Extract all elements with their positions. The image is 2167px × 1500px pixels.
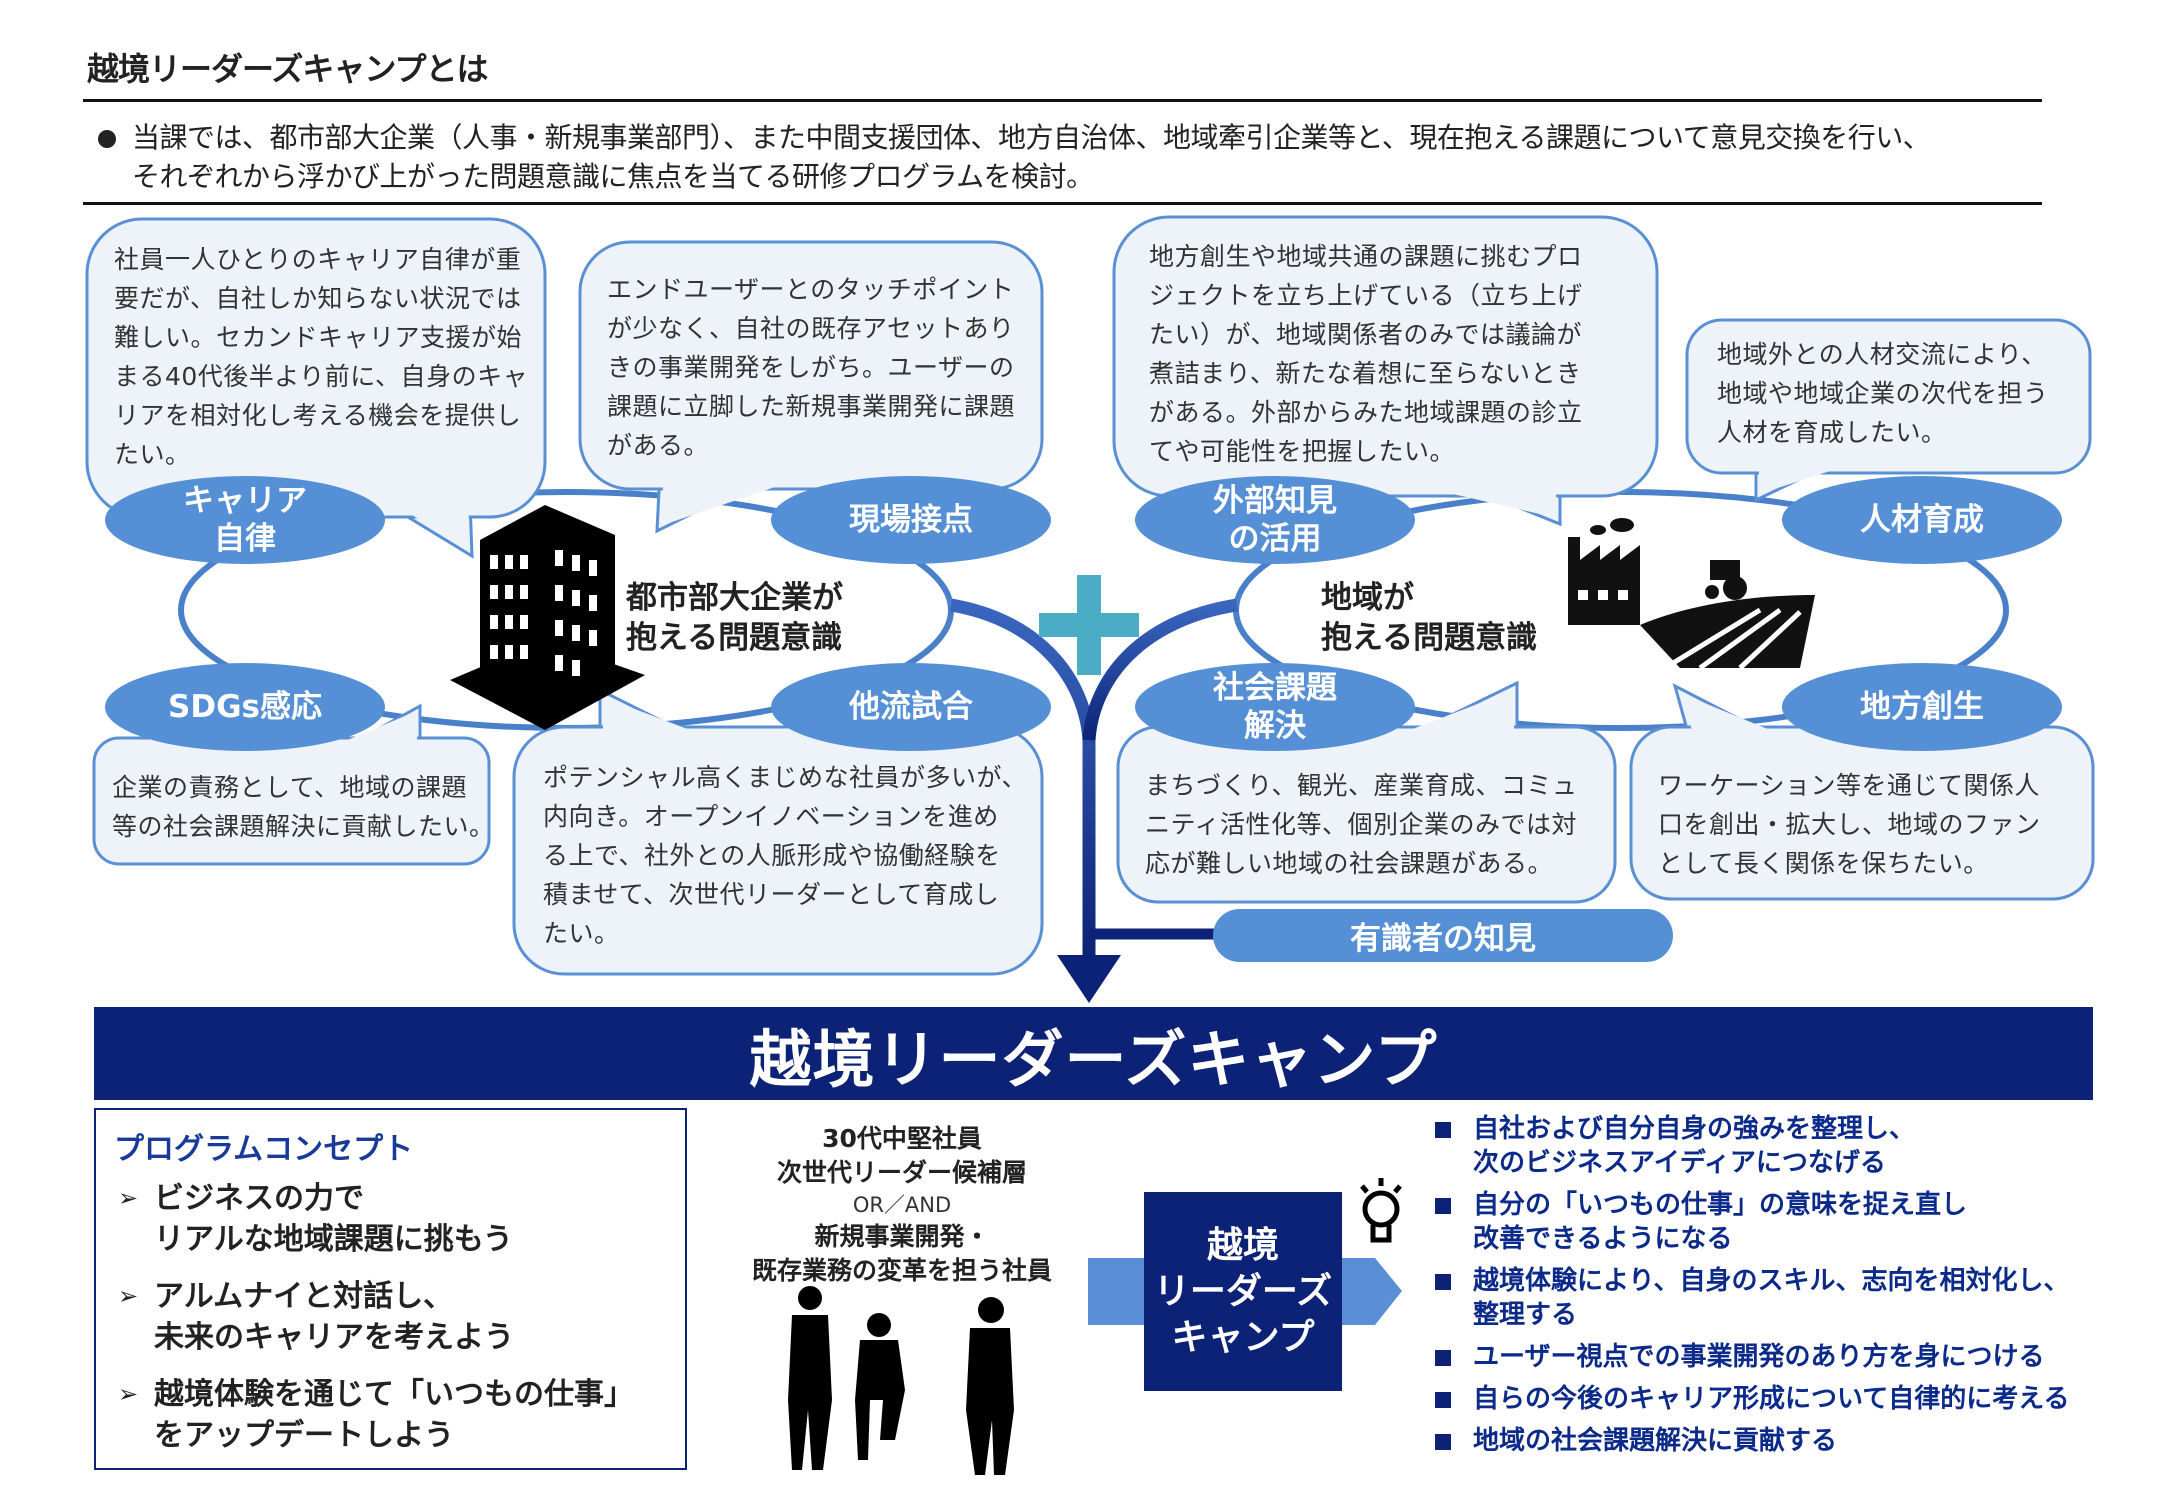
label-social-issues: 社会課題 解決 <box>1213 670 1337 744</box>
bubble-talent-text: 地域外との人材交流により、地域や地域企業の次代を担う人材を育成したい。 <box>1717 340 2049 447</box>
label-external-knowledge: 外部知見 の活用 <box>1213 483 1337 557</box>
oval-talent <box>1782 476 2062 564</box>
outcome-item: ユーザー視点での事業開発のあり方を身につける <box>1435 1340 2135 1374</box>
regional-center-label: 地域が 抱える問題意識 <box>1321 580 1538 656</box>
convergence-trunk <box>949 598 1238 960</box>
bubble-regional-revitalization <box>1629 683 2095 901</box>
intro-text: 当課では、都市部大企業（人事・新規事業部門）、また中間支援団体、地方自治体、地域… <box>98 118 2108 196</box>
oval-sdgs <box>105 663 385 751</box>
label-talent: 人材育成 <box>1860 502 1984 538</box>
plus-icon <box>1039 575 1139 675</box>
oval-field-contact <box>771 476 1051 564</box>
bubble-external-text: 地方創生や地域共通の課題に挑むプロジェクトを立ち上げている（立ち上げたい）が、地… <box>1149 242 1583 466</box>
intro-line: それぞれから浮かび上がった問題意識に焦点を当てる研修プログラムを検討。 <box>132 160 1094 193</box>
down-arrow-icon <box>1057 955 1121 1003</box>
oval-cross-training <box>771 663 1051 751</box>
outcome-item: 自社および自分自身の強みを整理し、次のビジネスアイディアにつなげる <box>1435 1112 2135 1180</box>
label-sdgs: SDGs感応 <box>168 689 322 725</box>
target-audience: 30代中堅社員 次世代リーダー候補層 OR／AND 新規事業開発・ 既存業務の変… <box>751 1124 1052 1285</box>
bullet-icon <box>98 130 116 148</box>
bubble-social-issues <box>1116 680 1617 904</box>
office-building-icon <box>450 505 645 730</box>
oval-career <box>105 476 385 564</box>
urban-center-label: 都市部大企業が 抱える問題意識 <box>626 580 843 656</box>
intro-line: 当課では、都市部大企業（人事・新規事業部門）、また中間支援団体、地方自治体、地域… <box>132 121 1931 154</box>
outcome-item: 自らの今後のキャリア形成について自律的に考える <box>1435 1382 2135 1416</box>
oval-social <box>1135 663 1415 751</box>
label-revitalization: 地方創生 <box>1860 689 1984 725</box>
bubble-field-contact-text: エンドユーザーとのタッチポイントが少なく、自社の既存アセットありきの事業開発をし… <box>607 275 1016 460</box>
header-rule <box>83 99 2042 102</box>
header-rule-bottom <box>83 202 2042 205</box>
bubble-sdgs-text: 企業の責務として、地域の課題等の社会課題解決に貢献したい。 <box>112 773 495 841</box>
outcome-item: 地域の社会課題解決に貢献する <box>1435 1424 2135 1458</box>
label-cross-training: 他流試合 <box>849 689 973 725</box>
concept-item: ➢越境体験を通じて「いつもの仕事」をアップデートしよう <box>118 1374 634 1456</box>
lightbulb-icon <box>1360 1178 1402 1243</box>
label-field-contact: 現場接点 <box>849 502 973 538</box>
program-banner: 越境リーダーズキャンプ <box>94 1007 2093 1100</box>
concept-item: ➢ビジネスの力でリアルな地域課題に挑もう <box>118 1178 513 1260</box>
arrow-bullet-icon: ➢ <box>118 1380 139 1408</box>
program-box: 越境 リーダーズ キャンプ <box>1144 1192 1342 1391</box>
arrow-bullet-icon: ➢ <box>118 1184 139 1212</box>
bubble-career-text: 社員一人ひとりのキャリア自律が重要だが、自社しか知らない状況では難しい。セカンド… <box>114 245 529 469</box>
arrow-bullet-icon: ➢ <box>118 1282 139 1310</box>
oval-external <box>1135 476 1415 564</box>
concept-title: プログラムコンセプト <box>114 1132 414 1167</box>
program-concept-box: プログラムコンセプト ➢ビジネスの力でリアルな地域課題に挑もう ➢アルムナイと対… <box>94 1108 687 1470</box>
business-people-silhouette-icon <box>788 1286 1014 1475</box>
bubble-external-knowledge <box>1112 215 1659 527</box>
outcome-item: 自分の「いつもの仕事」の意味を捉え直し改善できるようになる <box>1435 1188 2135 1256</box>
bubble-field-contact <box>578 240 1044 534</box>
outcomes-list: 自社および自分自身の強みを整理し、次のビジネスアイディアにつなげる 自分の「いつ… <box>1435 1112 2135 1466</box>
bubble-social-text: まちづくり、観光、産業育成、コミュニティ活性化等、個別企業のみでは対応が難しい地… <box>1145 771 1578 878</box>
bubble-career <box>85 217 547 559</box>
bubble-talent <box>1685 318 2092 503</box>
label-career-autonomy: キャリア 自律 <box>183 483 307 557</box>
bubble-cross-training-text: ポテンシャル高くまじめな社員が多いが、内向き。オープンイノベーションを進める上で… <box>543 763 1028 948</box>
oval-revitalization <box>1782 663 2062 751</box>
bubble-revitalization-text: ワーケーション等を通じて関係人口を創出・拡大し、地域のファンとして長く関係を保ち… <box>1658 771 2041 878</box>
outcome-item: 越境体験により、自身のスキル、志向を相対化し、整理する <box>1435 1264 2135 1332</box>
expert-knowledge-label: 有識者の知見 <box>1213 909 1673 962</box>
concept-item: ➢アルムナイと対話し、未来のキャリアを考えよう <box>118 1276 514 1358</box>
bubble-cross-training <box>512 687 1044 976</box>
page-title: 越境リーダーズキャンプとは <box>87 50 488 88</box>
factory-farm-icon <box>1568 518 1815 671</box>
